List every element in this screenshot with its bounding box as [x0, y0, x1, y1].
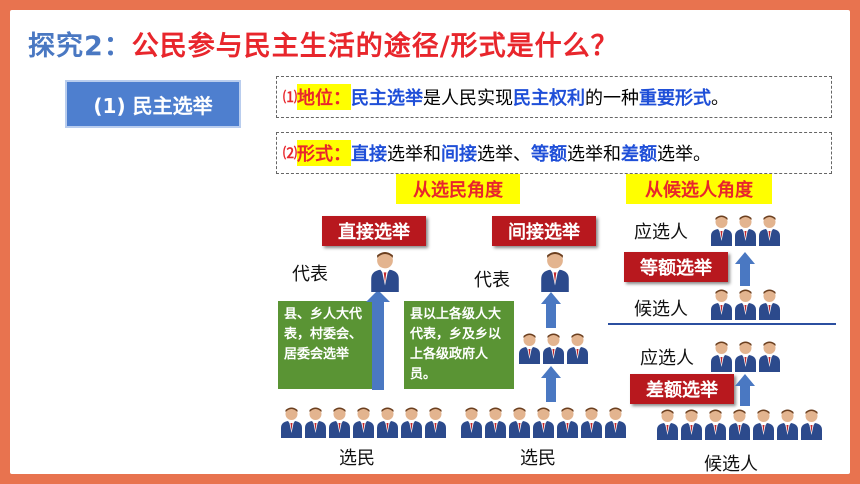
- elected-group-2: [710, 340, 781, 372]
- point-position-box: ⑴地位：民主选举是人民实现民主权利的一种重要形式。: [276, 76, 832, 118]
- person-icon: [711, 341, 732, 372]
- elected-group-1: [710, 214, 781, 246]
- person-icon: [705, 409, 726, 440]
- person-icon: [735, 215, 756, 246]
- point-form-box: ⑵形式：直接选举和间接选举、等额选举和差额选举。: [276, 132, 832, 174]
- point1-t6: 。: [711, 88, 729, 109]
- voter-label-2: 选民: [520, 448, 556, 469]
- person-icon: [519, 333, 540, 364]
- person-icon: [581, 407, 602, 438]
- section-tag: (1) 民主选举: [65, 80, 241, 128]
- elected-label-2: 应选人: [640, 348, 694, 369]
- person-icon: [425, 407, 446, 438]
- rep-label-2: 代表: [474, 270, 510, 291]
- point1-t4: 的一种: [585, 88, 639, 109]
- person-icon: [533, 407, 554, 438]
- arrow-direct: [366, 290, 390, 390]
- person-icon: [305, 407, 326, 438]
- point2-t2: 选举和: [387, 144, 441, 165]
- person-icon: [605, 407, 626, 438]
- rep-label-1: 代表: [292, 264, 328, 285]
- person-icon: [509, 407, 530, 438]
- person-icon: [711, 215, 732, 246]
- candidate-label-2: 候选人: [704, 454, 758, 475]
- person-icon: [735, 341, 756, 372]
- arrows: [366, 252, 755, 406]
- direct-note: 县、乡人大代表，村委会、居委会选举: [278, 301, 372, 389]
- point2-t8: 选举。: [657, 144, 711, 165]
- indirect-election-tag: 间接选举: [492, 216, 596, 246]
- candidate-angle-tag: 从候选人角度: [626, 174, 772, 204]
- indirect-rep-group: [518, 332, 589, 364]
- person-icon: [557, 407, 578, 438]
- candidate-label-1: 候选人: [634, 299, 688, 320]
- person-icon: [735, 289, 756, 320]
- arrow-indirect-top: [541, 292, 561, 328]
- point2-key: 形式：: [297, 140, 351, 166]
- person-icon: [377, 407, 398, 438]
- person-icon: [485, 407, 506, 438]
- arrow-equal: [735, 252, 755, 286]
- point2-num: ⑵: [283, 146, 297, 162]
- point1-t1: 民主选举: [351, 88, 423, 109]
- person-icon: [401, 407, 422, 438]
- diff-election-tag: 差额选举: [630, 374, 734, 404]
- person-icon: [353, 407, 374, 438]
- person-icon: [281, 407, 302, 438]
- person-icon: [567, 333, 588, 364]
- person-icon: [711, 289, 732, 320]
- equal-election-tag: 等额选举: [624, 252, 728, 282]
- point2-t3: 间接: [441, 144, 477, 165]
- person-icon: [801, 409, 822, 440]
- indirect-note: 县以上各级人大代表，乡及乡以上各级政府人员。: [404, 301, 514, 389]
- person-icon: [777, 409, 798, 440]
- arrow-indirect-bottom: [541, 366, 561, 402]
- title-prefix: 探究2：: [28, 31, 132, 62]
- person-icon: [657, 409, 678, 440]
- rep-group-1: [368, 250, 402, 292]
- point2-t4: 选举、: [477, 144, 531, 165]
- title-main: 公民参与民主生活的途径/形式是什么？: [131, 31, 619, 62]
- voter-label-1: 选民: [339, 448, 375, 469]
- point2-t1: 直接: [351, 144, 387, 165]
- person-icon: [681, 409, 702, 440]
- elected-label-1: 应选人: [634, 222, 688, 243]
- slide: 探究2：公民参与民主生活的途径/形式是什么？ (1) 民主选举 ⑴地位：民主选举…: [10, 10, 850, 475]
- person-icon: [541, 251, 569, 292]
- divider-line: [608, 323, 836, 325]
- person-icon: [759, 215, 780, 246]
- point2-t7: 差额: [621, 144, 657, 165]
- candidate-group-1: [710, 288, 781, 320]
- person-icon: [753, 409, 774, 440]
- person-icon: [759, 289, 780, 320]
- person-icon: [729, 409, 750, 440]
- point1-t5: 重要形式: [639, 88, 711, 109]
- voter-group-2: [460, 406, 627, 438]
- direct-election-tag: 直接选举: [322, 216, 426, 246]
- point1-t2: 是人民实现: [423, 88, 513, 109]
- person-icon: [543, 333, 564, 364]
- person-icon: [461, 407, 482, 438]
- page-title: 探究2：公民参与民主生活的途径/形式是什么？: [28, 24, 619, 63]
- arrow-diff: [735, 374, 755, 406]
- point1-num: ⑴: [283, 90, 297, 106]
- point1-t3: 民主权利: [513, 88, 585, 109]
- candidate-group-2: [656, 408, 823, 440]
- point1-key: 地位：: [297, 84, 351, 110]
- person-icon: [371, 251, 399, 292]
- voter-angle-tag: 从选民角度: [396, 174, 520, 204]
- point2-t6: 选举和: [567, 144, 621, 165]
- voter-group-1: [280, 406, 447, 438]
- person-icon: [329, 407, 350, 438]
- point2-t5: 等额: [531, 144, 567, 165]
- person-icon: [759, 341, 780, 372]
- rep-group-2: [538, 250, 572, 292]
